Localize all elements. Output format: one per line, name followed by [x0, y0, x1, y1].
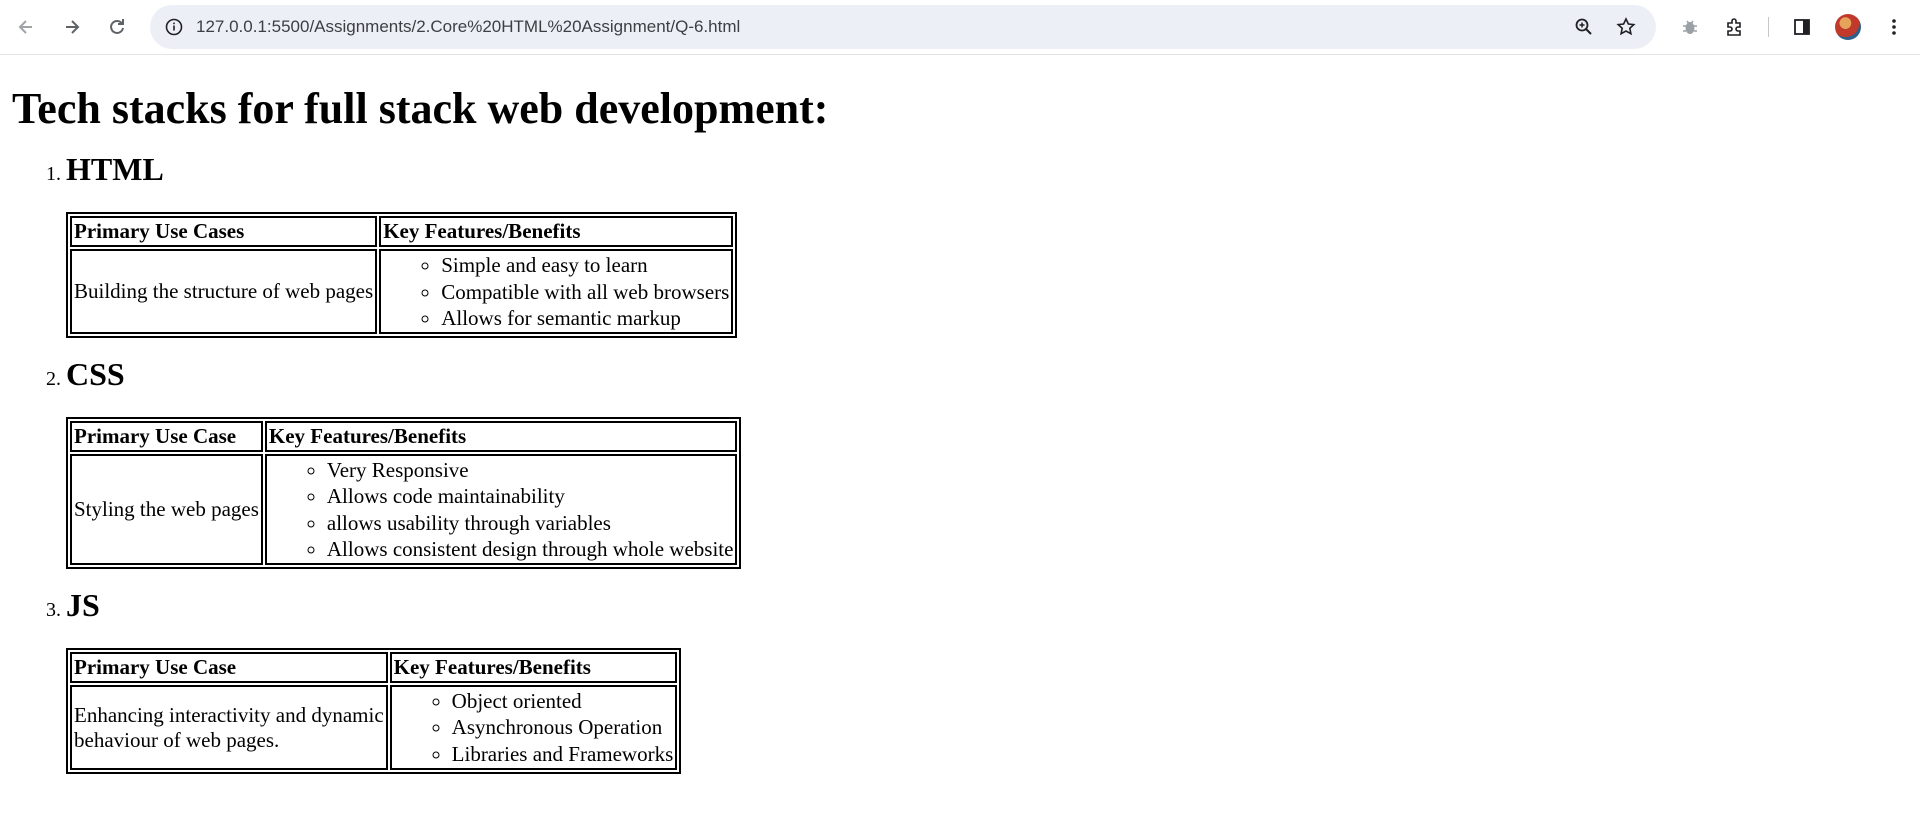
url-text[interactable]: 127.0.0.1:5500/Assignments/2.Core%20HTML… [196, 17, 741, 36]
bookmark-star-icon[interactable] [1610, 11, 1642, 43]
use-case-line: Enhancing interactivity and dynamic [74, 702, 384, 727]
table-row: Enhancing interactivity and dynamic beha… [70, 685, 678, 770]
table-header-row: Primary Use Cases Key Features/Benefits [70, 216, 734, 248]
use-case-cell: Building the structure of web pages [70, 249, 378, 335]
forward-icon[interactable] [56, 11, 88, 43]
zoom-icon[interactable] [1568, 11, 1600, 43]
table-row: Building the structure of web pages Simp… [70, 249, 734, 335]
column-header: Key Features/Benefits [389, 652, 678, 684]
table-header-row: Primary Use Case Key Features/Benefits [70, 652, 678, 684]
extension-bug-icon[interactable] [1674, 11, 1706, 43]
table-header-row: Primary Use Case Key Features/Benefits [70, 421, 738, 453]
list-item: Allows for semantic markup [441, 305, 729, 331]
column-header: Primary Use Case [70, 421, 263, 453]
column-header: Primary Use Cases [70, 216, 378, 248]
profile-avatar[interactable] [1832, 11, 1864, 43]
list-item: allows usability through variables [327, 510, 734, 536]
stack-table-css: Primary Use Case Key Features/Benefits S… [66, 417, 742, 570]
address-bar[interactable]: 127.0.0.1:5500/Assignments/2.Core%20HTML… [150, 5, 1656, 49]
avatar [1835, 14, 1861, 40]
features-cell: Object oriented Asynchronous Operation L… [389, 685, 678, 770]
site-info-icon[interactable] [158, 11, 190, 43]
stack-item-js: JS Primary Use Case Key Features/Benefit… [66, 587, 1908, 774]
stack-title: CSS [66, 356, 125, 393]
toolbar-separator [1768, 17, 1769, 37]
features-cell: Simple and easy to learn Compatible with… [379, 249, 734, 335]
page-content: Tech stacks for full stack web developme… [0, 84, 1920, 774]
use-case-line: behaviour of web pages. [74, 727, 280, 752]
stack-item-css: CSS Primary Use Case Key Features/Benefi… [66, 356, 1908, 570]
use-case-cell: Styling the web pages [70, 454, 263, 566]
list-item: Asynchronous Operation [452, 714, 674, 740]
column-header: Key Features/Benefits [379, 216, 734, 248]
use-case-cell: Enhancing interactivity and dynamic beha… [70, 685, 388, 770]
side-panel-icon[interactable] [1786, 11, 1818, 43]
list-item: Allows consistent design through whole w… [327, 536, 734, 562]
list-item: Compatible with all web browsers [441, 279, 729, 305]
browser-toolbar: 127.0.0.1:5500/Assignments/2.Core%20HTML… [0, 0, 1920, 55]
stack-table-html: Primary Use Cases Key Features/Benefits … [66, 212, 738, 339]
column-header: Primary Use Case [70, 652, 388, 684]
column-header: Key Features/Benefits [264, 421, 738, 453]
reload-icon[interactable] [101, 11, 133, 43]
page-title: Tech stacks for full stack web developme… [12, 84, 829, 133]
list-item: Allows code maintainability [327, 483, 734, 509]
stack-table-js: Primary Use Case Key Features/Benefits E… [66, 648, 682, 774]
list-item: Object oriented [452, 688, 674, 714]
features-list: Object oriented Asynchronous Operation L… [394, 688, 674, 767]
list-item: Simple and easy to learn [441, 252, 729, 278]
stack-item-html: HTML Primary Use Cases Key Features/Bene… [66, 151, 1908, 339]
stack-title: JS [66, 587, 100, 624]
extensions-puzzle-icon[interactable] [1718, 11, 1750, 43]
list-item: Very Responsive [327, 457, 734, 483]
list-item: Libraries and Frameworks [452, 741, 674, 767]
stack-title: HTML [66, 151, 164, 188]
back-icon[interactable] [10, 11, 42, 43]
table-row: Styling the web pages Very Responsive Al… [70, 454, 738, 566]
menu-kebab-icon[interactable] [1878, 11, 1910, 43]
stack-list: HTML Primary Use Cases Key Features/Bene… [12, 151, 1908, 774]
features-cell: Very Responsive Allows code maintainabil… [264, 454, 738, 566]
features-list: Simple and easy to learn Compatible with… [383, 252, 729, 331]
features-list: Very Responsive Allows code maintainabil… [269, 457, 734, 562]
